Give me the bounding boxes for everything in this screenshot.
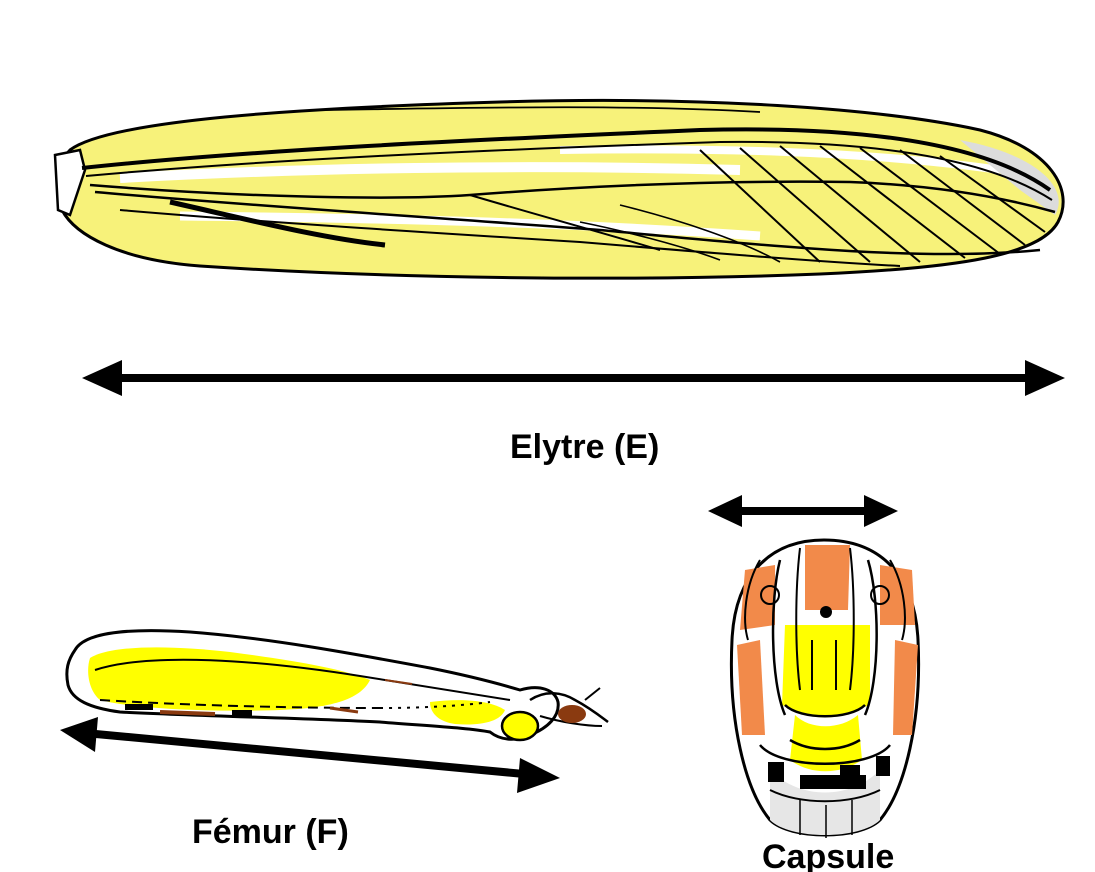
femur-label: Fémur (F) [192,815,349,849]
femur-drawing [67,631,608,740]
elytre-label: Elytre (E) [510,430,659,464]
capsule-measure-arrow [708,495,898,527]
elytre-drawing [55,100,1063,278]
capsule-label: Capsule [762,840,894,872]
capsule-drawing [731,540,918,838]
capsule-yellow-frons [782,625,870,718]
elytre-measure-arrow [82,360,1065,396]
